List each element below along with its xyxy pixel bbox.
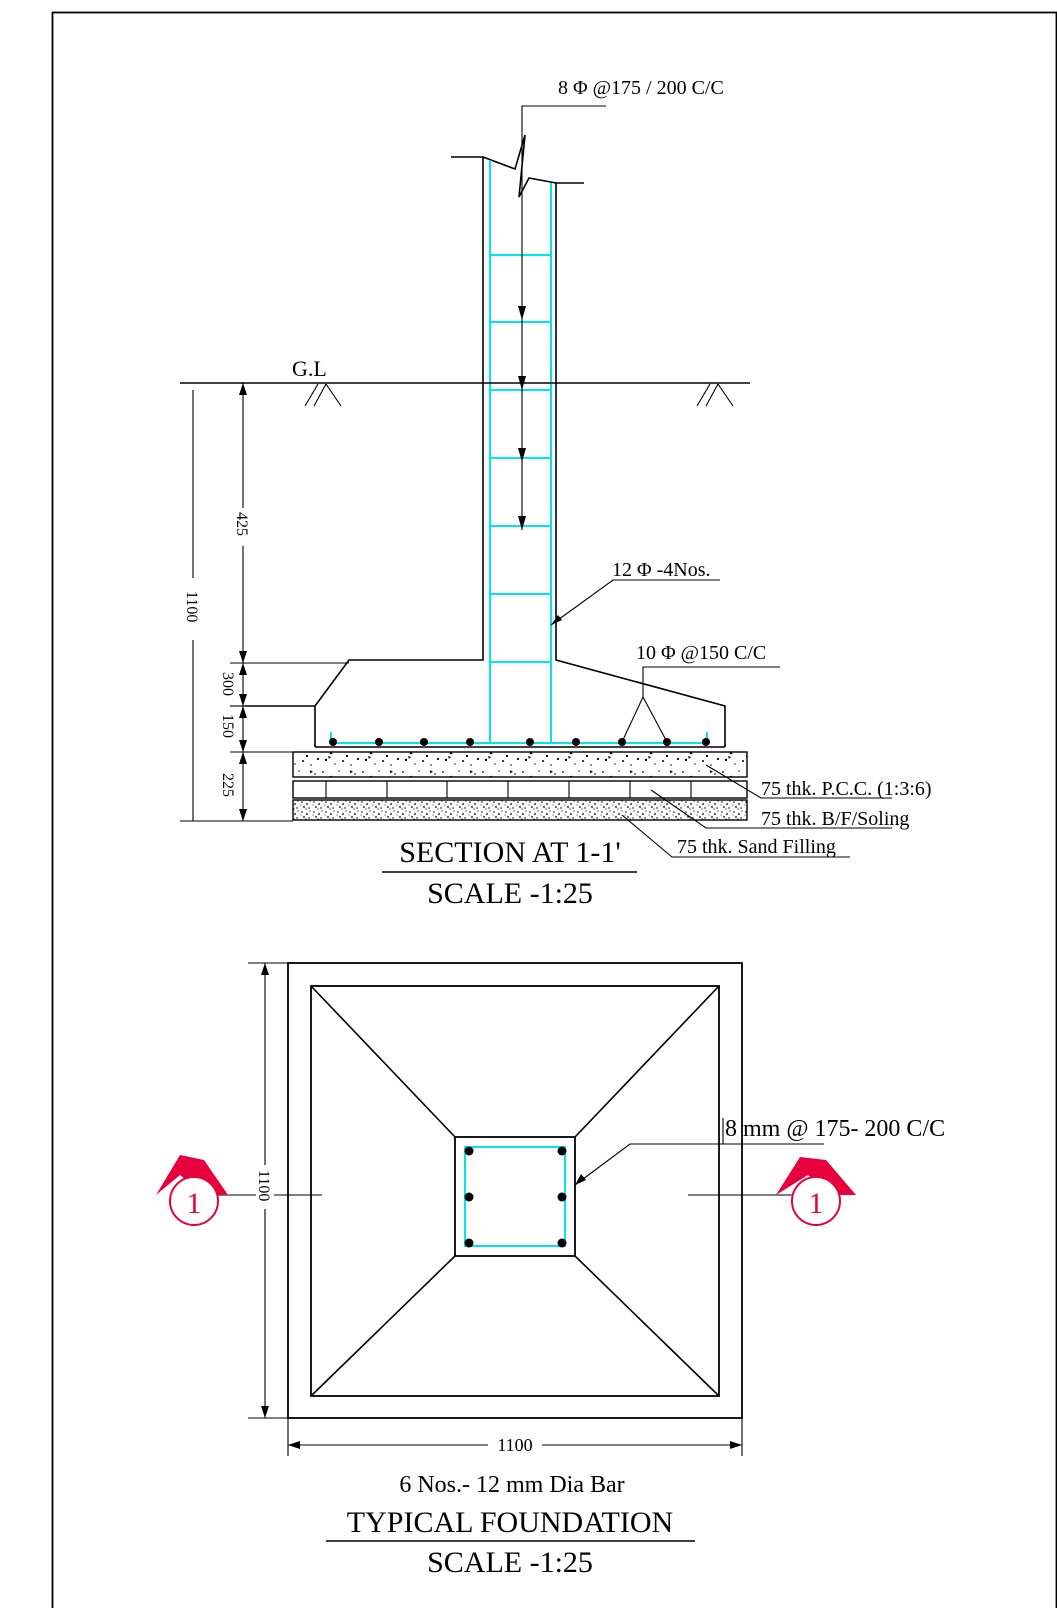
footing-outline <box>287 962 743 1419</box>
dim-arrows <box>239 383 247 821</box>
footing-bar-leader <box>621 666 780 743</box>
ground-hatch-left <box>304 383 342 407</box>
sand-layer <box>292 799 748 821</box>
section-marker-left: 1 <box>156 1155 228 1226</box>
footing-bar-label: 10 Φ @150 C/C <box>636 642 766 664</box>
column-left-edge <box>314 156 484 747</box>
layer-pcc-label: 75 thk. P.C.C. (1:3:6) <box>761 778 932 800</box>
slope-lines <box>310 985 720 1397</box>
svg-text:1: 1 <box>187 1187 202 1220</box>
break-line <box>482 134 557 198</box>
column-right-edge <box>555 182 726 747</box>
sand-leader <box>621 814 850 858</box>
soling-leader <box>650 789 892 829</box>
section-title: SECTION AT 1-1' <box>399 836 621 869</box>
top-rebar-label: 8 Φ @175 / 200 C/C <box>558 77 724 99</box>
footing-mesh-bar <box>330 732 708 744</box>
soling-layer <box>292 780 748 799</box>
section-view: 8 Φ @175 / 200 C/C G.L 12 Φ -4Nos. 10 Φ … <box>180 77 932 910</box>
footing-top-edge <box>310 985 720 1397</box>
dim-150-label: 150 <box>219 714 236 738</box>
section-scale: SCALE -1:25 <box>427 877 593 910</box>
plan-dim-horizontal-label: 1100 <box>497 1435 532 1455</box>
column-bars <box>464 1146 567 1248</box>
gl-label: G.L <box>292 356 327 381</box>
dim-225-label: 225 <box>219 773 236 797</box>
stirrup-label: 8 mm @ 175- 200 C/C <box>725 1116 945 1142</box>
main-bar-leader <box>550 579 720 626</box>
dim-300-label: 300 <box>219 672 236 696</box>
soling-bricks <box>325 781 692 798</box>
plan-view: 8 mm @ 175- 200 C/C 1 1 1100 1100 <box>156 962 945 1579</box>
plan-scale: SCALE -1:25 <box>427 1546 593 1579</box>
dim-425-label: 425 <box>233 512 250 536</box>
column-outline <box>454 1136 576 1257</box>
stirrup-leader <box>574 1143 824 1186</box>
footing-bar-dots <box>329 738 710 746</box>
main-bar-label: 12 Φ -4Nos. <box>612 559 711 581</box>
column-ties <box>490 254 551 663</box>
section-marker-right: 1 <box>776 1157 856 1226</box>
ground-hatch-right <box>696 383 734 407</box>
pcc-layer <box>292 751 748 778</box>
layer-sand-label: 75 thk. Sand Filling <box>677 836 836 858</box>
layer-soling-label: 75 thk. B/F/Soling <box>761 808 909 830</box>
column-stirrup <box>464 1146 566 1247</box>
plan-dim-vertical-label: 1100 <box>255 1170 272 1201</box>
top-rebar-leader <box>521 105 606 530</box>
plan-title: TYPICAL FOUNDATION <box>347 1506 673 1539</box>
pcc-leader <box>705 764 892 799</box>
bar-note: 6 Nos.- 12 mm Dia Bar <box>399 1472 624 1498</box>
svg-text:1: 1 <box>809 1187 824 1220</box>
leader-arrows <box>518 306 526 530</box>
dim-total-label: 1100 <box>183 591 200 622</box>
